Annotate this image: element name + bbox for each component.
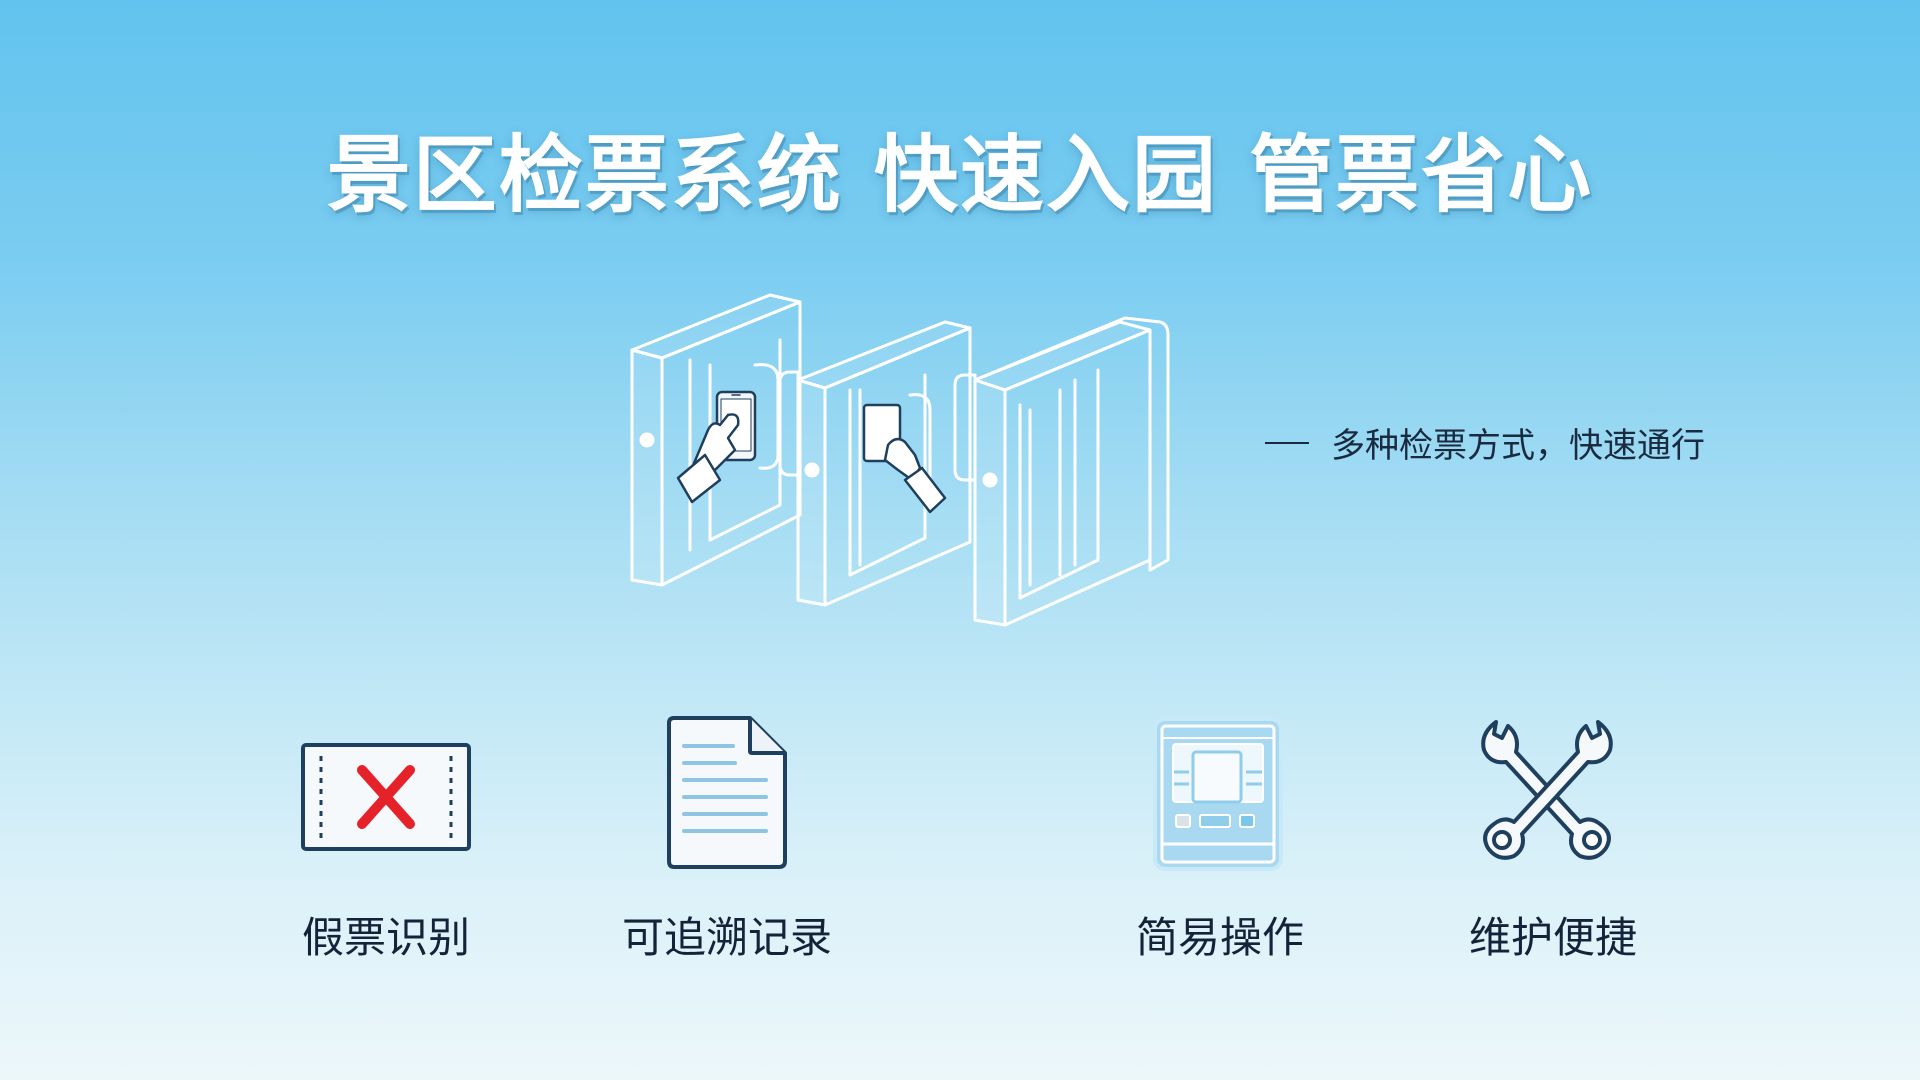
gate-card-icon — [778, 320, 972, 607]
annotation-leader-line — [1265, 441, 1309, 444]
feature-label: 假票识别 — [302, 913, 471, 962]
gate-mobile-icon — [630, 293, 802, 587]
document-icon — [667, 716, 787, 869]
crossed-wrenches-icon — [1481, 720, 1613, 860]
feature-label: 可追溯记录 — [622, 913, 833, 962]
annotation-text: 多种检票方式，快速通行 — [1331, 426, 1705, 466]
feature-label: 维护便捷 — [1469, 913, 1638, 962]
feature-label: 简易操作 — [1136, 913, 1305, 962]
page-title: 景区检票系统 快速入园 管票省心 — [326, 126, 1594, 224]
gate-annotation: 多种检票方式，快速通行 — [1265, 418, 1705, 467]
fake-ticket-x-icon — [301, 743, 471, 851]
turnstile-illustration — [620, 280, 1270, 630]
gate-plain-icon — [953, 316, 1170, 627]
terminal-icon — [1153, 717, 1283, 871]
